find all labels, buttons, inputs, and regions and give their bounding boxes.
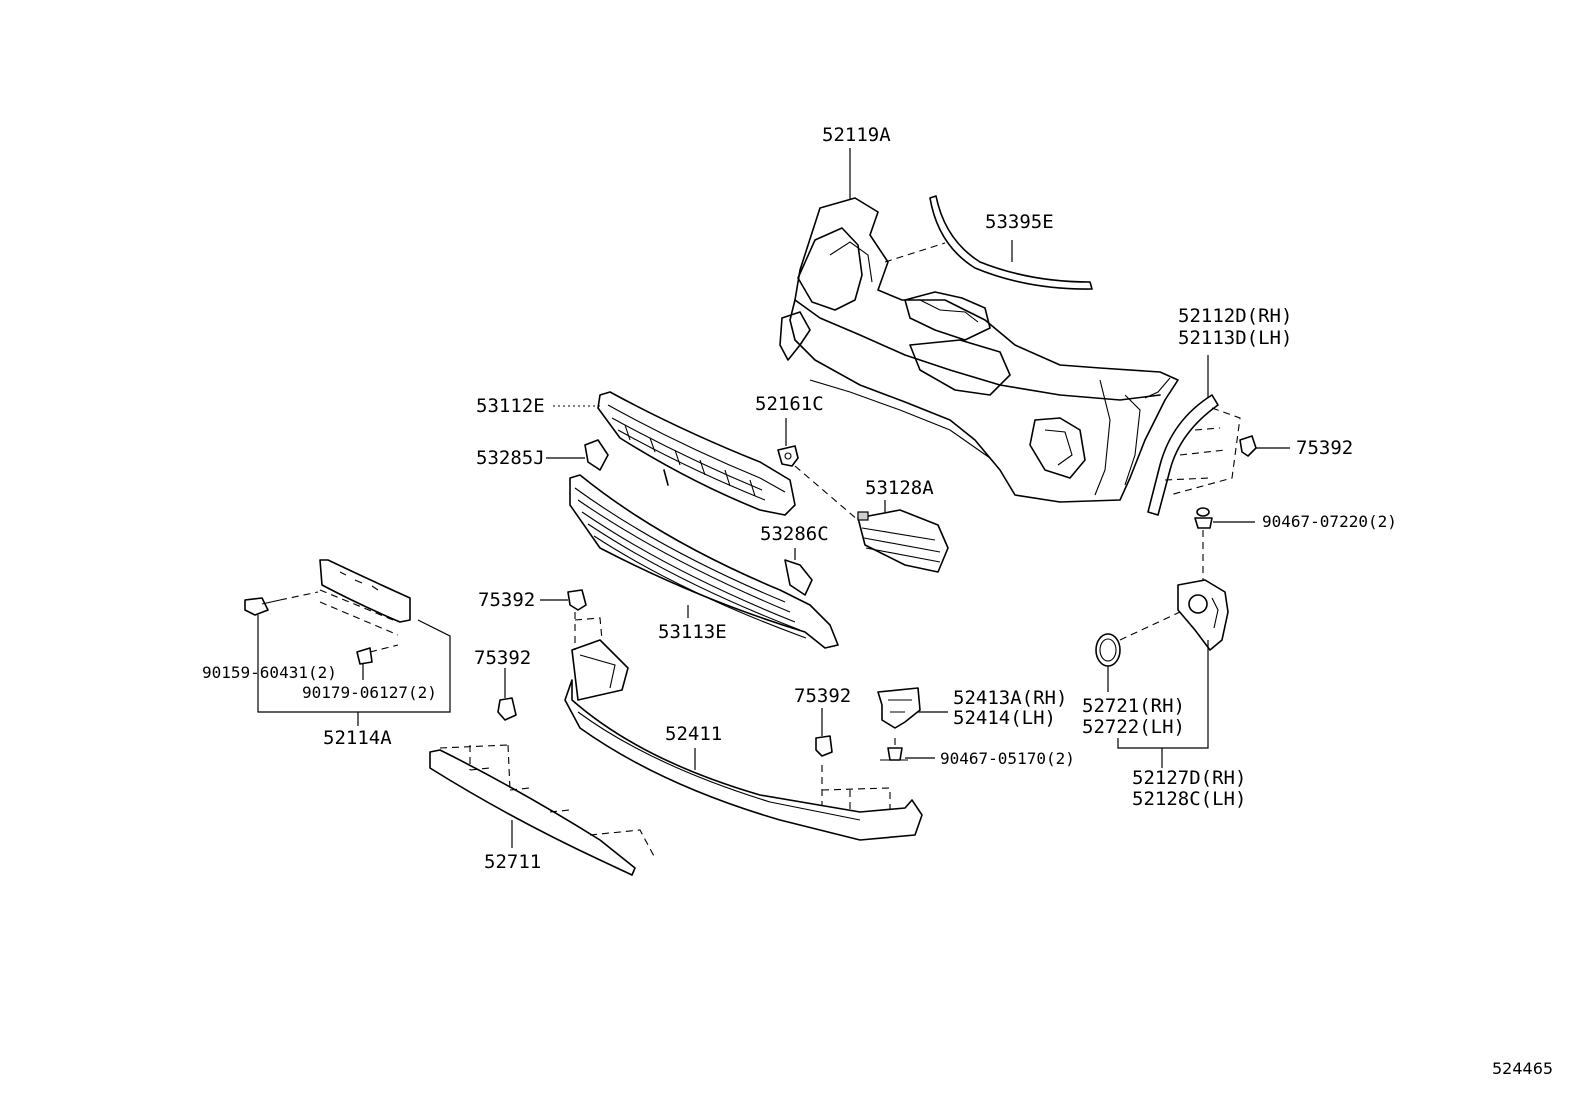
clip-75392-left — [497, 697, 517, 721]
clip-75392-right — [1239, 435, 1257, 457]
bolt-90159 — [244, 597, 281, 616]
label-90467-05170: 90467-05170(2) — [940, 749, 1075, 768]
label-75392-center: 75392 — [794, 685, 851, 707]
side-grille — [857, 509, 949, 573]
label-52112D: 52112D(RH) — [1178, 305, 1292, 327]
bracket-53286C — [784, 559, 813, 596]
label-52413A: 52413A(RH) — [953, 687, 1067, 709]
label-90159: 90159-60431(2) — [202, 663, 337, 682]
label-75392-middle: 75392 — [478, 589, 535, 611]
label-52414: 52414(LH) — [953, 707, 1056, 729]
clip-52161C — [777, 445, 799, 467]
license-bracket — [319, 559, 411, 636]
label-52711: 52711 — [484, 851, 541, 873]
label-90179: 90179-06127(2) — [302, 683, 437, 702]
clip-75392-middle — [567, 589, 587, 611]
label-90467-07220: 90467-07220(2) — [1262, 512, 1397, 531]
label-75392-left: 75392 — [474, 647, 531, 669]
label-52119A: 52119A — [822, 124, 891, 146]
lower-grille — [569, 474, 839, 649]
label-75392-right: 75392 — [1296, 437, 1353, 459]
label-53285J: 53285J — [476, 447, 545, 469]
label-52128C: 52128C(LH) — [1132, 788, 1246, 810]
label-52127D: 52127D(RH) — [1132, 767, 1246, 789]
absorber — [429, 744, 656, 876]
lower-spoiler — [564, 639, 923, 841]
bracket-53285J — [584, 439, 609, 471]
label-52113D: 52113D(LH) — [1178, 327, 1292, 349]
label-52161C: 52161C — [755, 393, 824, 415]
label-53286C: 53286C — [760, 523, 829, 545]
label-53112E: 53112E — [476, 395, 545, 417]
bumper-cover — [779, 197, 1179, 503]
clip-75392-center — [815, 735, 833, 757]
reference-number: 524465 — [1492, 1059, 1553, 1078]
clip-90467-05170 — [880, 738, 908, 761]
label-53113E: 53113E — [658, 621, 727, 643]
label-52722: 52722(LH) — [1082, 716, 1185, 738]
foglamp-ring — [1095, 633, 1121, 667]
label-52721: 52721(RH) — [1082, 695, 1185, 717]
label-52114A: 52114A — [323, 727, 392, 749]
label-52411: 52411 — [665, 723, 722, 745]
clip-90467-07220 — [1194, 507, 1213, 529]
upper-grille — [597, 391, 796, 516]
side-bracket-52413A — [877, 687, 921, 729]
molding-strip — [884, 195, 1093, 290]
side-retainer — [1147, 394, 1241, 516]
foglamp-bracket — [1177, 579, 1229, 651]
label-53395E: 53395E — [985, 211, 1054, 233]
nut-90179 — [356, 647, 373, 665]
label-53128A: 53128A — [865, 477, 934, 499]
